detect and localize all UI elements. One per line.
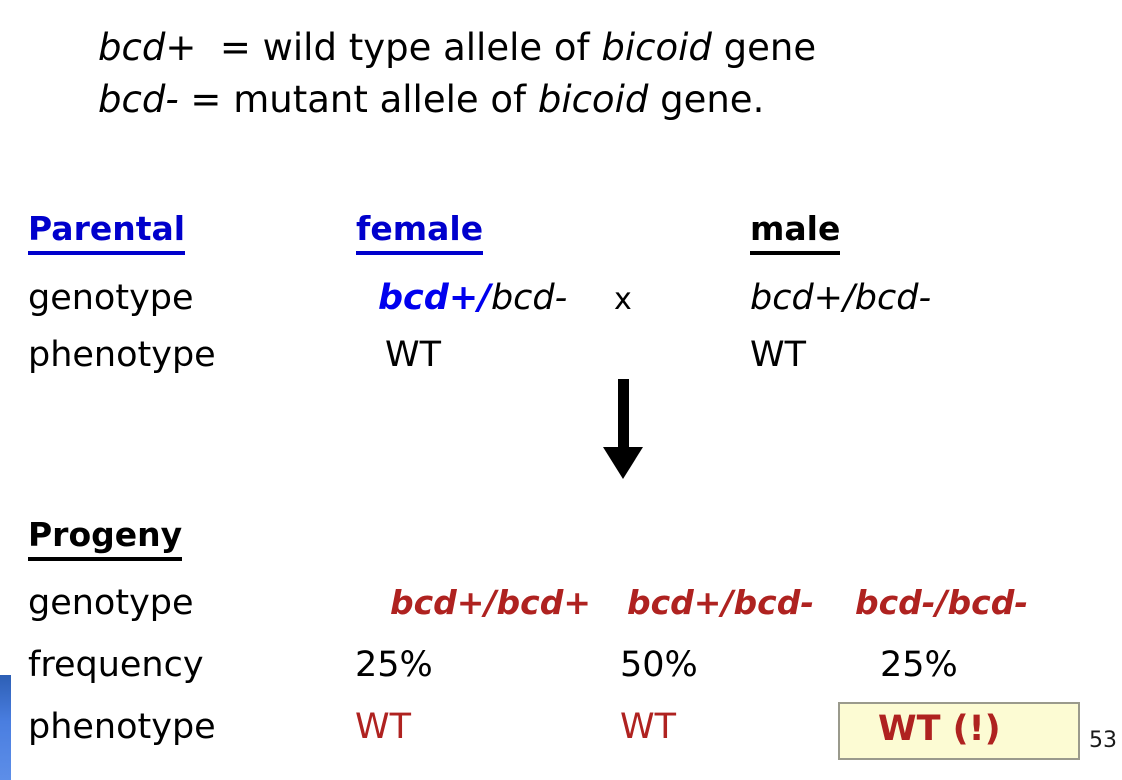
highlight-callout-box [838,702,1080,760]
left-accent-bar [0,675,11,780]
parental-column-female: female [356,209,484,255]
progeny-frequency-col1: 25% [355,645,433,685]
progeny-frequency-row-label: frequency [28,645,204,685]
progeny-genotype-col1: bcd+/bcd+ [390,583,591,622]
definition-text-after: gene [711,26,817,69]
definition-equals: = [196,26,263,69]
down-arrow-shaft [618,379,629,451]
parental-column-male-label: male [750,209,841,255]
parental-column-female-label: female [356,209,484,255]
progeny-frequency-col2: 50% [620,645,698,685]
definition-text-after: gene. [648,78,765,121]
parental-phenotype-row-label: phenotype [28,335,216,375]
progeny-heading: Progeny [28,515,183,561]
parental-male-phenotype: WT [750,335,806,375]
parental-genotype-row-label: genotype [28,278,194,318]
definitions-block: bcd+ = wild type allele of bicoid gene b… [98,22,816,126]
definition-gene-name: bicoid [601,26,712,69]
parental-heading: Parental [28,209,186,255]
definition-equals: = [178,78,234,121]
parental-female-phenotype: WT [385,335,441,375]
progeny-genotype-col3: bcd-/bcd- [855,583,1029,622]
definition-symbol: bcd+ [98,26,197,69]
progeny-phenotype-col1: WT [355,707,411,747]
progeny-heading-label: Progeny [28,515,183,561]
definition-gene-name: bicoid [537,78,649,121]
parental-female-genotype: bcd+/bcd- [378,281,567,316]
page-number: 53 [1089,728,1117,753]
parental-female-genotype-rest: bcd- [490,278,568,318]
progeny-phenotype-row-label: phenotype [28,707,216,747]
down-arrow-head [603,447,643,479]
cross-symbol: x [614,282,632,317]
definition-text-before: mutant allele of [233,78,538,121]
parental-male-genotype: bcd+/bcd- [750,278,932,318]
definition-text-before: wild type allele of [262,26,602,69]
highlight-callout-text: WT (!) [878,709,1001,749]
progeny-phenotype-col2: WT [620,707,676,747]
parental-heading-label: Parental [28,209,186,255]
parental-column-male: male [750,209,841,255]
progeny-genotype-row-label: genotype [28,583,194,623]
definition-line-bcd-minus: bcd- = mutant allele of bicoid gene. [98,74,816,126]
progeny-genotype-col2: bcd+/bcd- [627,583,815,622]
parental-female-genotype-highlight: bcd+/ [378,278,491,318]
progeny-frequency-col3: 25% [880,645,958,685]
definition-line-bcd-plus: bcd+ = wild type allele of bicoid gene [98,22,816,74]
definition-symbol: bcd- [98,78,179,121]
